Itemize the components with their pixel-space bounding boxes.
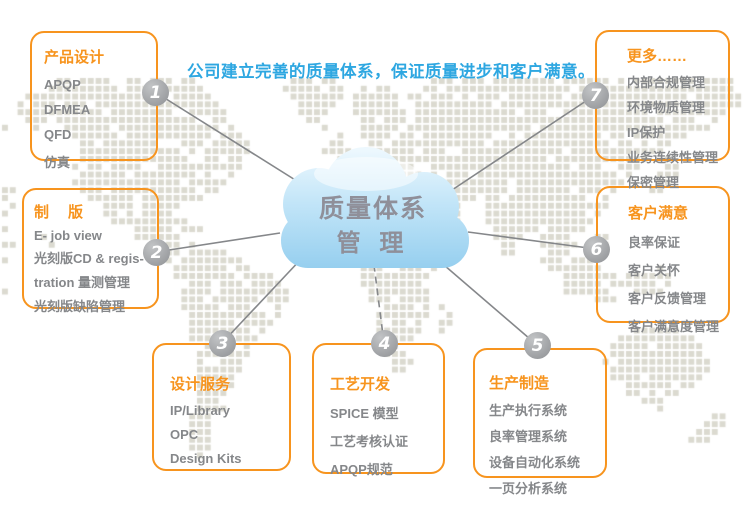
box-item: 光刻版CD & regis- <box>34 251 144 266</box>
connector-line-1 <box>154 91 309 189</box>
box-item: DFMEA <box>44 102 91 117</box>
box-item: OPC <box>170 427 199 442</box>
box-item: APQP规范 <box>330 462 393 477</box>
box-title: 工艺开发 <box>330 376 391 393</box>
cloud-highlight <box>314 157 418 191</box>
box-item: 光刻版缺陷管理 <box>34 299 126 314</box>
box-design-service: 设计服务 IP/Library OPC Design Kits <box>152 343 291 471</box>
box-item: 客户反馈管理 <box>628 291 707 306</box>
box-item-list: 内部合规管理 环境物质管理 IP保护 业务连续性管理 保密管理 <box>627 72 728 191</box>
box-customer-satisfaction: 客户满意 良率保证 客户关怀 客户反馈管理 客户满意度管理 <box>596 186 730 334</box>
connector-line-7 <box>451 94 596 191</box>
box-more: 更多…… 内部合规管理 环境物质管理 IP保护 业务连续性管理 保密管理 <box>595 30 730 190</box>
box-item: IP保护 <box>627 125 666 140</box>
connector-line-2 <box>155 232 281 253</box>
box-product-design: 产品设计 APQP DFMEA QFD 仿真 <box>30 31 158 170</box>
box-item-list: IP/Library OPC Design Kits <box>170 403 289 466</box>
box-item: 工艺考核认证 <box>330 434 409 449</box>
box-item: 业务连续性管理 <box>627 150 719 165</box>
connector-line-3 <box>221 256 304 344</box>
box-title: 产品设计 <box>44 49 105 66</box>
box-item: 设备自动化系统 <box>489 455 581 470</box>
step-badge-1: 1 <box>142 79 169 106</box>
box-manufacturing: 生产制造 生产执行系统 良率管理系统 设备自动化系统 一页分析系统 <box>473 348 607 496</box>
step-badge-3: 3 <box>209 330 236 357</box>
box-item: 客户关怀 <box>628 263 681 278</box>
box-item: 客户满意度管理 <box>628 319 720 334</box>
connector-line-6 <box>467 231 597 250</box>
box-item: 良率保证 <box>628 235 681 250</box>
box-item: 环境物质管理 <box>627 100 706 115</box>
step-badge-4: 4 <box>371 330 398 357</box>
box-item: 生产执行系统 <box>489 403 568 418</box>
box-item: Design Kits <box>170 451 242 466</box>
box-item: QFD <box>44 127 72 142</box>
box-item-list: SPICE 模型 工艺考核认证 APQP规范 <box>330 403 443 478</box>
box-title: 设计服务 <box>170 376 231 393</box>
step-badge-2: 2 <box>143 239 170 266</box>
box-mask-making: 制 版 E- job view 光刻版CD & regis- tration 量… <box>22 188 159 314</box>
slogan-text: 公司建立完善的质量体系，保证质量进步和客户满意。 <box>187 63 595 81</box>
box-item: E- job view <box>34 228 102 243</box>
step-badge-6: 6 <box>583 236 610 263</box>
box-item-list: 生产执行系统 良率管理系统 设备自动化系统 一页分析系统 <box>489 400 605 497</box>
box-item-list: E- job view 光刻版CD & regis- tration 量测管理 … <box>34 228 157 315</box>
box-title: 生产制造 <box>489 375 550 392</box>
step-badge-5: 5 <box>524 332 551 359</box>
connector-lines <box>154 91 597 346</box>
box-title: 更多…… <box>627 48 688 65</box>
box-item: 良率管理系统 <box>489 429 568 444</box>
box-title: 制 版 <box>34 204 86 221</box>
box-item: 保密管理 <box>627 175 680 190</box>
box-process-development: 工艺开发 SPICE 模型 工艺考核认证 APQP规范 <box>312 343 445 477</box>
box-item: APQP <box>44 77 81 92</box>
box-item-list: APQP DFMEA QFD 仿真 <box>44 77 156 171</box>
box-item: tration 量测管理 <box>34 275 131 290</box>
box-item: 仿真 <box>44 155 71 170</box>
box-title: 客户满意 <box>628 205 689 222</box>
connector-line-5 <box>429 252 538 346</box>
box-item: SPICE 模型 <box>330 406 399 421</box>
step-badge-7: 7 <box>582 82 609 109</box>
box-item: 内部合规管理 <box>627 75 706 90</box>
box-item-list: 良率保证 客户关怀 客户反馈管理 客户满意度管理 <box>628 232 728 335</box>
box-item: 一页分析系统 <box>489 481 568 496</box>
cloud-title-line1: 质量体系 <box>318 195 427 223</box>
box-item: IP/Library <box>170 403 230 418</box>
cloud-title-line2: 管 理 <box>336 230 410 257</box>
